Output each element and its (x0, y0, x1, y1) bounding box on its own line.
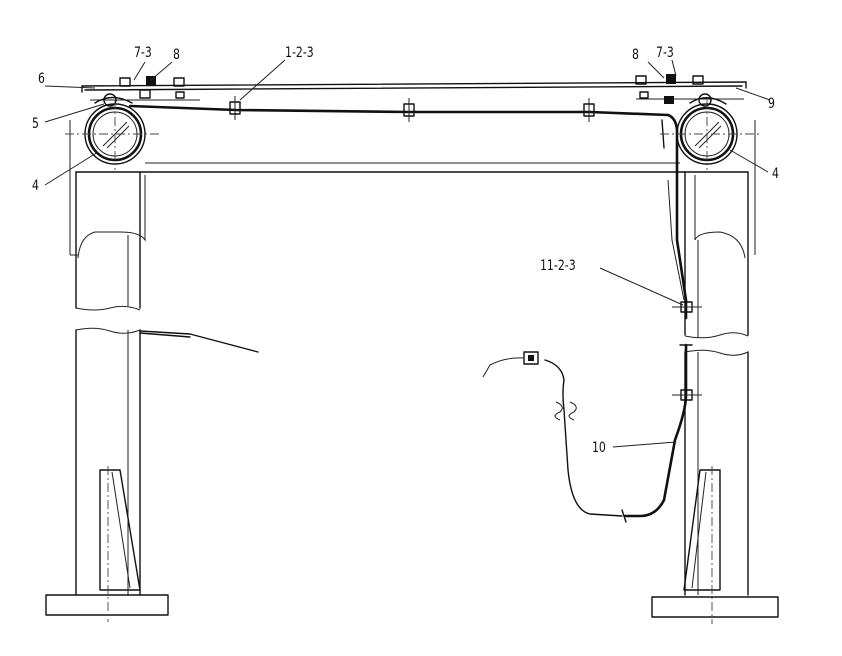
cable-clamp-3 (583, 98, 595, 122)
label-4-right: 4 (772, 165, 779, 182)
down-cable (621, 113, 702, 523)
label-5: 5 (32, 115, 39, 132)
label-6: 6 (38, 70, 45, 87)
top-bolts (119, 74, 704, 104)
label-8-right: 8 (632, 46, 639, 63)
label-8-left: 8 (173, 46, 180, 63)
label-7-3-right: 7-3 (656, 44, 674, 61)
leader-lines (44, 59, 771, 448)
callout-labels: 7-3 8 1-2-3 8 7-3 6 9 5 4 4 11-2-3 10 (32, 44, 779, 456)
left-leg (45, 120, 169, 622)
right-leg (651, 120, 779, 624)
cable-clamp-2 (403, 98, 415, 122)
main-beam (75, 85, 749, 173)
center-lines (65, 100, 760, 170)
left-sling (139, 330, 259, 353)
label-11-2-3: 11-2-3 (540, 257, 576, 274)
pendant-cable (482, 351, 623, 517)
label-1-2-3: 1-2-3 (285, 44, 314, 61)
label-10: 10 (592, 439, 606, 456)
cable-clamp-1 (229, 96, 241, 120)
label-4-left: 4 (32, 177, 39, 194)
label-9: 9 (768, 95, 775, 112)
horizontal-cable (128, 104, 670, 117)
label-7-3-left: 7-3 (134, 44, 152, 61)
